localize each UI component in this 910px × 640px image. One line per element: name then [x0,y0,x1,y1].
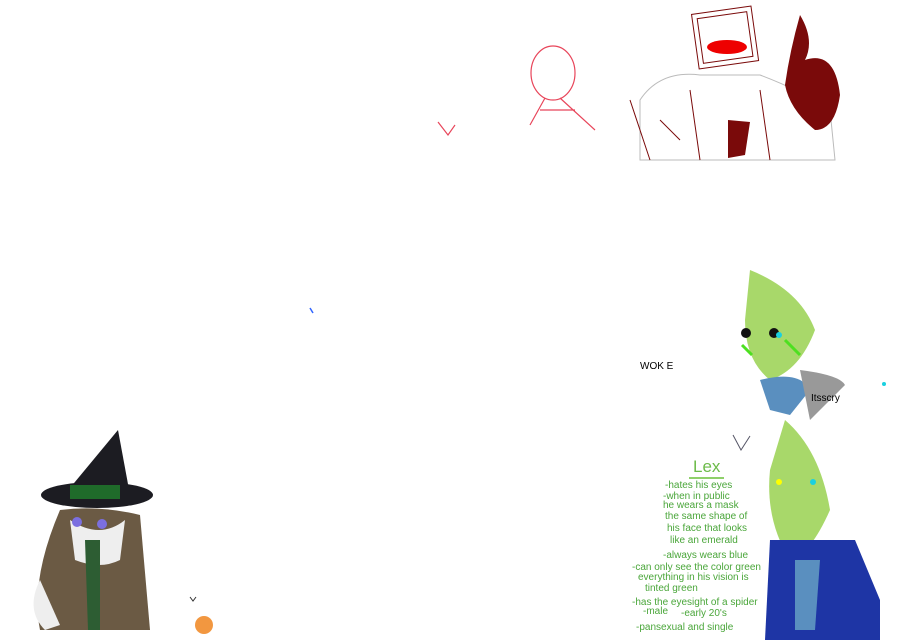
lex-title: Lex [689,457,725,479]
dark-tie [728,120,750,158]
lex-note: his face that looks [667,523,748,534]
lex-note: -always wears blue [663,550,749,561]
lex-note: he wears a mask [663,500,739,511]
lex-note: -when in public [663,491,730,502]
lex-note: -early 20's [681,608,727,619]
blue-mark [309,307,314,314]
small-heart-icon [189,596,197,602]
lex-note: -male [643,606,669,617]
itsscry-label: Itsscry [811,393,840,404]
lex-note: like an emerald [670,535,738,546]
red-visor [707,40,747,54]
red-sketch-figure [437,45,596,137]
witch-cat-drawing [33,430,153,630]
small-heart-sketch [732,434,751,451]
lex-note: the same shape of [665,511,748,522]
lex-note: -can only see the color green [632,562,761,573]
cyan-dot [882,382,886,386]
orange-character-icon [195,616,213,634]
lex-note: everything in his vision is [638,572,749,583]
lex-note: -has the eyesight of a spider [632,597,758,608]
lex-note: -hates his eyes [665,480,733,491]
lex-note: tinted green [645,583,698,594]
lex-note: -pansexual and single [636,622,734,633]
woke-label: WOK E [640,361,674,372]
dark-flame [785,15,840,130]
lex-character [740,270,880,640]
